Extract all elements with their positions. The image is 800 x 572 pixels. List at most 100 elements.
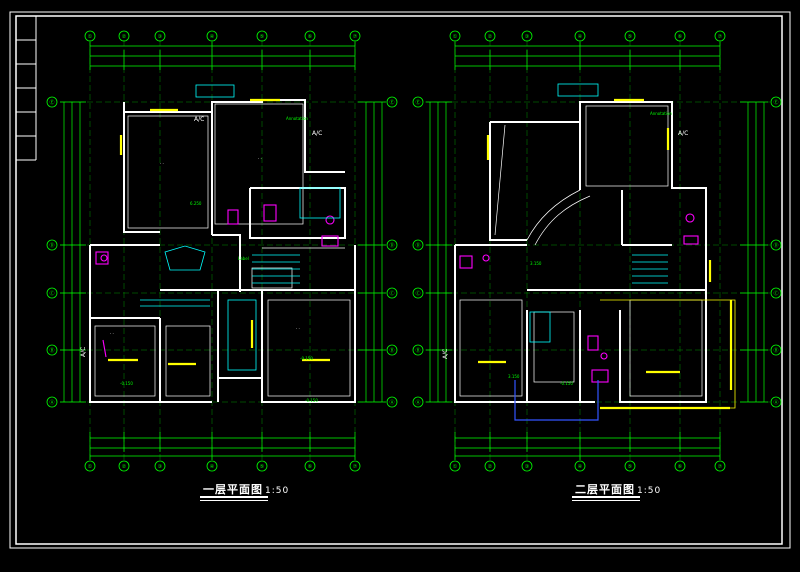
second-floor-axis-row-left-2-bubble	[412, 239, 424, 251]
first-floor-furniture	[140, 84, 341, 371]
first-floor-title-underline-thin	[200, 500, 268, 501]
second-floor-axis-row-right-4: Ⓑ	[773, 347, 778, 354]
second-floor-axis-row-right-2-bubble	[770, 239, 782, 251]
second-floor-axis-row-right-5: Ⓐ	[773, 399, 778, 406]
second-floor-dimensions-right	[740, 101, 768, 403]
second-floor-axis-row-right-3-bubble	[770, 287, 782, 299]
first-floor-axis-row-right-3-bubble	[386, 287, 398, 299]
first-floor-axis-row-right-4: Ⓑ	[389, 347, 394, 354]
second-floor-axis-row-left-3-bubble	[412, 287, 424, 299]
first-floor-windows	[108, 98, 330, 366]
second-floor-axis-col-bottom-6: ⑥	[678, 464, 683, 470]
first-floor-axis-col-bottom-6: ⑥	[308, 464, 313, 470]
first-floor-rooms: · · · · · · · ·	[110, 156, 300, 336]
first-floor-axis-col-top-6: ⑥	[308, 34, 313, 40]
first-floor-scale: 1:50	[265, 486, 290, 496]
first-floor-axis-col-top-2-bubble	[118, 30, 130, 42]
first-floor-axis-col-bottom-1: ①	[88, 464, 93, 470]
first-floor-axis-row-right-1: Ⓔ	[389, 99, 394, 106]
first-floor-fixtures	[95, 204, 339, 358]
second-floor-axis-row-left-1-bubble	[412, 96, 424, 108]
second-floor-axis-col-bottom-1-bubble	[449, 460, 461, 472]
first-floor-axis-col-bottom-2-bubble	[118, 460, 130, 472]
first-floor-axis-row-left-4: Ⓑ	[49, 347, 54, 354]
svg-text:· ·: · ·	[110, 331, 114, 336]
first-floor-axis-row-left-1-bubble	[46, 96, 58, 108]
first-floor-axis-row-left-2-bubble	[46, 239, 58, 251]
first-floor-axis-col-top-4-bubble	[206, 30, 218, 42]
second-floor-axis-col-top-6-bubble	[674, 30, 686, 42]
second-floor-dimensions-bottom	[454, 432, 721, 460]
first-floor-axis-col-bottom-1-bubble	[84, 460, 96, 472]
second-floor-scale: 1:50	[637, 486, 662, 496]
second-floor-axis-col-top-5-bubble	[624, 30, 636, 42]
second-floor-dimensions-top	[454, 42, 721, 70]
first-floor-dimensions-top	[89, 42, 356, 70]
second-floor-axis-row-right-2: Ⓓ	[773, 242, 778, 249]
first-floor-annotations: Annotation 6.250 Label -0.150 -0.150 -0.…	[120, 116, 318, 403]
second-floor-axis-col-top-7-bubble	[714, 30, 726, 42]
second-floor-axis-col-top-6: ⑥	[678, 34, 683, 40]
first-floor-axis-col-bottom-7: ⑦	[353, 464, 358, 470]
second-floor-axis-row-left-5: Ⓐ	[415, 399, 420, 406]
second-floor-axis-row-left-3: Ⓒ	[415, 290, 420, 297]
second-floor-axis-col-top-4: ④	[578, 34, 583, 40]
second-floor-axis-col-bottom-5-bubble	[624, 460, 636, 472]
first-floor-title-underline	[200, 496, 268, 498]
first-floor-axis-col-top-7: ⑦	[353, 34, 358, 40]
first-floor-axis-col-top-7-bubble	[349, 30, 361, 42]
first-floor-dimensions-right	[358, 101, 386, 403]
first-floor-axis-row-left-1: Ⓔ	[49, 99, 54, 106]
second-floor-axis-col-top-7: ⑦	[718, 34, 723, 40]
second-floor-dimensions-left	[426, 101, 452, 403]
second-floor-axis-col-bottom-3-bubble	[521, 460, 533, 472]
first-floor-axis-row-left-5-bubble	[46, 396, 58, 408]
first-floor-axis-col-bottom-4-bubble	[206, 460, 218, 472]
second-floor-axis-col-bottom-7-bubble	[714, 460, 726, 472]
second-floor-axis-row-right-1-bubble	[770, 96, 782, 108]
second-floor-axis-col-top-3-bubble	[521, 30, 533, 42]
first-floor-axis-row-right-4-bubble	[386, 344, 398, 356]
second-floor-title-underline-thin	[572, 500, 640, 501]
svg-text:· ·: · ·	[296, 326, 300, 331]
first-floor-axis-row-right-2-bubble	[386, 239, 398, 251]
first-floor-axis-col-bottom-3: ③	[158, 464, 162, 470]
second-floor-walls	[454, 101, 707, 403]
second-floor-axis-col-top-5: ⑤	[628, 34, 632, 40]
second-floor-fixtures	[459, 213, 699, 383]
svg-text:-0.150: -0.150	[305, 398, 318, 403]
second-floor-axis-col-top-2-bubble	[484, 30, 496, 42]
drawing-frame	[9, 11, 791, 549]
first-floor-axis-row-left-2: Ⓓ	[49, 242, 54, 249]
svg-text:Annotation: Annotation	[286, 116, 308, 121]
first-floor-axis-row-left-4-bubble	[46, 344, 58, 356]
first-floor-axis-col-bottom-5: ⑤	[260, 464, 264, 470]
second-floor-axis-row-right-4-bubble	[770, 344, 782, 356]
second-floor-ac-label-2: A/C	[442, 349, 449, 359]
first-floor-axis-col-top-1: ①	[88, 34, 93, 40]
second-floor-axis-row-right-3: Ⓒ	[773, 290, 778, 297]
first-floor-dimensions-bottom	[89, 432, 356, 460]
first-floor-axis-col-top-1-bubble	[84, 30, 96, 42]
first-floor-dimensions-left	[60, 101, 86, 403]
first-floor-ac-label-1: A/C	[194, 116, 204, 123]
second-floor-axis-col-bottom-1: ①	[453, 464, 458, 470]
second-floor-axis-col-bottom-5: ⑤	[628, 464, 632, 470]
second-floor-axis-row-left-4-bubble	[412, 344, 424, 356]
first-floor-axis-col-bottom-4: ④	[210, 464, 215, 470]
second-floor-axis-col-top-1-bubble	[449, 30, 461, 42]
second-floor-axis-row-left-1: Ⓔ	[415, 99, 420, 106]
second-floor-axis-col-top-4-bubble	[574, 30, 586, 42]
first-floor-axis-col-top-6-bubble	[304, 30, 316, 42]
svg-text:· ·: · ·	[258, 156, 262, 161]
first-floor-axis-row-left-3: Ⓒ	[49, 290, 54, 297]
svg-text:Annotation: Annotation	[650, 111, 672, 116]
second-floor-axis-col-bottom-4-bubble	[574, 460, 586, 472]
second-floor-title-text: 二层平面图	[575, 483, 635, 496]
